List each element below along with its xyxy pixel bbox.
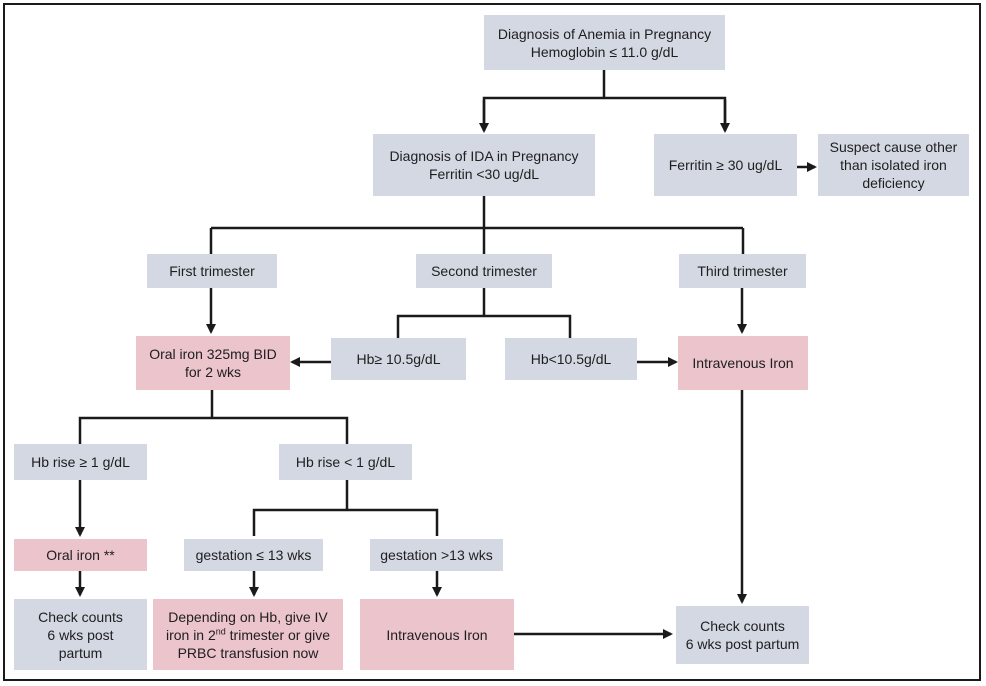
node-line: 6 wks post bbox=[47, 626, 114, 643]
diagram-frame bbox=[3, 3, 981, 681]
node-line: Hb rise < 1 g/dL bbox=[295, 454, 396, 470]
connector-hbrise-split bbox=[252, 480, 439, 536]
node-line: partum bbox=[58, 644, 103, 661]
node-third-trimester: Third trimester bbox=[679, 254, 806, 288]
node-iv-iron-bottom: Intravenous Iron bbox=[360, 599, 514, 670]
node-line: Ferritin <30 ug/dL bbox=[428, 166, 540, 182]
node-second-trimester: Second trimester bbox=[416, 254, 552, 288]
node-line: Second trimester bbox=[431, 263, 537, 279]
node-line: Check counts bbox=[38, 608, 123, 625]
node-line: Hb rise ≥ 1 g/dL bbox=[31, 454, 130, 470]
node-gestation-gt13: gestation >13 wks bbox=[370, 539, 503, 571]
node-iv-iron-third: Intravenous Iron bbox=[678, 336, 808, 390]
node-oral-iron-325mg: Oral iron 325mg BID for 2 wks bbox=[136, 336, 290, 390]
node-line: Check counts bbox=[700, 618, 785, 634]
node-line: gestation ≤ 13 wks bbox=[195, 547, 312, 563]
node-suspect-other-cause: Suspect cause other than isolated iron d… bbox=[818, 134, 969, 196]
node-line: PRBC transfusion now bbox=[177, 644, 319, 661]
connector-second-split bbox=[396, 288, 572, 338]
node-line: than isolated iron bbox=[840, 157, 947, 173]
node-line: Intravenous Iron bbox=[692, 355, 794, 371]
node-line: 6 wks post partum bbox=[685, 636, 800, 652]
node-anemia-diagnosis: Diagnosis of Anemia in Pregnancy Hemoglo… bbox=[484, 15, 725, 70]
node-line: Hb≥ 10.5g/dL bbox=[356, 351, 441, 367]
node-line-part: iron in 2 bbox=[165, 626, 216, 643]
node-line: deficiency bbox=[862, 175, 925, 191]
node-line: Oral iron 325mg BID bbox=[149, 346, 277, 362]
node-line: Suspect cause other bbox=[829, 139, 958, 155]
node-hb-high: Hb≥ 10.5g/dL bbox=[331, 338, 466, 380]
node-line: Depending on Hb, give IV bbox=[168, 608, 328, 625]
node-line: iron in 2nd trimester or give bbox=[166, 626, 330, 644]
node-hb-rise-ge1: Hb rise ≥ 1 g/dL bbox=[14, 444, 147, 480]
node-line: Diagnosis of Anemia in Pregnancy bbox=[497, 25, 712, 42]
node-ferritin-high: Ferritin ≥ 30 ug/dL bbox=[654, 134, 797, 196]
node-line: Intravenous Iron bbox=[386, 626, 488, 643]
node-line-part: trimester or give bbox=[225, 626, 331, 643]
superscript: nd bbox=[215, 625, 226, 636]
node-check-counts-left: Check counts 6 wks post partum bbox=[14, 599, 147, 670]
node-line: gestation >13 wks bbox=[380, 547, 493, 563]
node-ida-diagnosis: Diagnosis of IDA in Pregnancy Ferritin <… bbox=[373, 134, 595, 196]
node-line: Hb<10.5g/dL bbox=[530, 351, 612, 367]
node-gestation-le13: gestation ≤ 13 wks bbox=[184, 539, 323, 571]
node-line: Diagnosis of IDA in Pregnancy bbox=[389, 148, 579, 164]
node-line: Hemoglobin ≤ 11.0 g/dL bbox=[530, 43, 679, 60]
node-check-counts-right: Check counts 6 wks post partum bbox=[676, 606, 809, 664]
connector-anemia-split bbox=[482, 70, 727, 130]
connector-oral-split bbox=[78, 390, 349, 444]
node-oral-iron-star: Oral iron ** bbox=[14, 539, 147, 571]
node-hb-rise-lt1: Hb rise < 1 g/dL bbox=[279, 444, 412, 480]
node-hb-low: Hb<10.5g/dL bbox=[505, 338, 637, 380]
node-line: First trimester bbox=[169, 263, 255, 279]
node-line: Oral iron ** bbox=[46, 547, 115, 563]
node-depending-on-hb: Depending on Hb, give IV iron in 2nd tri… bbox=[153, 599, 343, 670]
node-line: for 2 wks bbox=[184, 364, 241, 380]
node-line: Ferritin ≥ 30 ug/dL bbox=[668, 157, 783, 173]
connector-ida-split bbox=[209, 196, 745, 254]
node-line: Third trimester bbox=[697, 263, 788, 279]
node-first-trimester: First trimester bbox=[147, 254, 277, 288]
